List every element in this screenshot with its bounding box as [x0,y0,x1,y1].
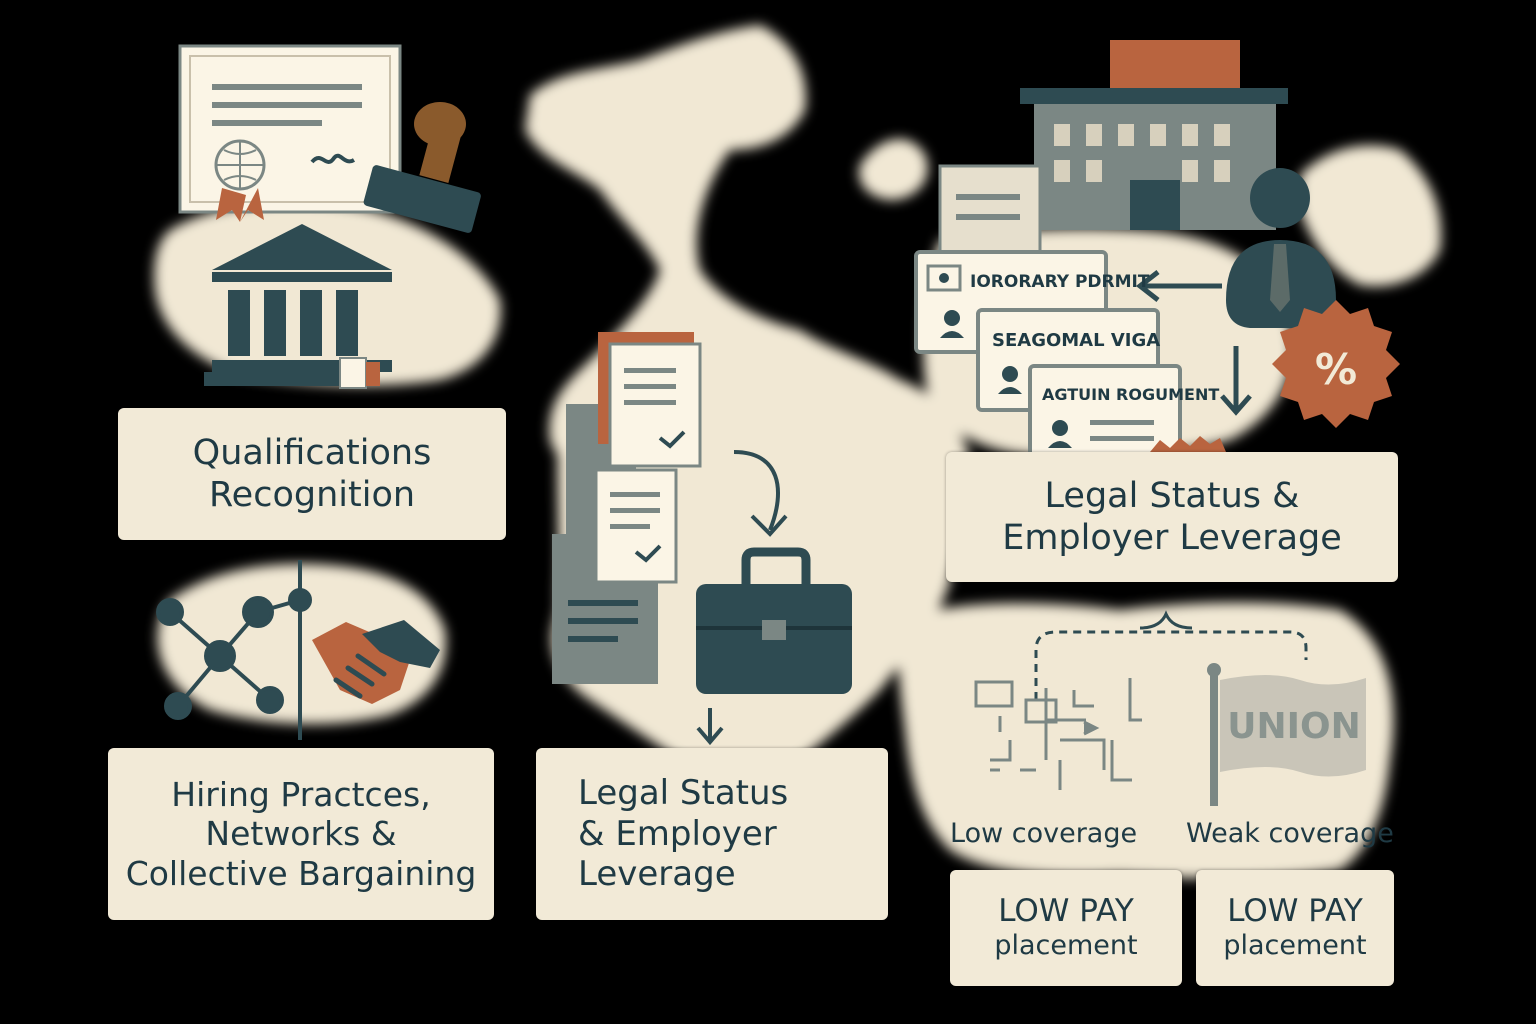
employer-person-icon [1226,168,1336,328]
low-pay-placement-box: LOW PAY placement [1196,870,1394,986]
handshake-icon [312,620,440,704]
qualifications-line-2: Recognition [208,475,416,515]
low-pay-line-2: placement [1223,930,1367,962]
low-pay-placement-box: LOW PAY placement [950,870,1182,986]
union-flag-icon: UNION [1207,663,1366,806]
qualifications-line-1: Qualifications [192,433,432,473]
legal-center-line-1: Legal Status [578,772,789,813]
low-pay-line-2: placement [994,930,1138,962]
maze-icon [974,678,1142,790]
legal-right-line-2: Employer Leverage [1002,518,1342,558]
hiring-line-3: Collective Bargaining [125,853,477,893]
documents-icon [552,332,702,684]
low-pay-line-1: LOW PAY [1227,893,1363,930]
union-text: UNION [1227,706,1361,747]
weak-coverage-label: Weak coverage [1186,818,1394,849]
seal-burst [1150,436,1226,452]
permit-label: IORORARY PDRMIT [970,272,1150,292]
legal-status-center-label: Legal Status & Employer Leverage [536,748,888,920]
office-building-icon [1020,40,1288,230]
legal-center-line-3: Leverage [578,854,736,895]
legal-right-line-1: Legal Status & [1044,476,1300,516]
permit-label: AGTUIN ROGUMENT [1042,385,1219,404]
courthouse-icon [204,224,392,389]
hiring-line-2: Networks & [205,814,397,854]
certificate-icon [178,44,402,222]
qualifications-recognition-label: Qualifications Recognition [118,408,506,540]
stamp-icon [363,102,481,233]
flow-arrows [696,450,788,746]
briefcase-icon [696,547,852,694]
percent-symbol: % [1315,345,1357,394]
low-pay-line-1: LOW PAY [998,893,1134,930]
hiring-practices-label: Hiring Practces, Networks & Collective B… [108,748,494,920]
legal-center-line-2: & Employer [578,813,777,854]
permit-card: AGTUIN ROGUMENT [1028,364,1219,468]
low-coverage-label: Low coverage [950,818,1138,849]
legal-status-right-label: Legal Status & Employer Leverage [946,452,1398,582]
hiring-line-1: Hiring Practces, [171,774,431,814]
network-icon [156,560,312,740]
brace-connector [1034,610,1308,700]
leverage-arrows [1135,270,1252,416]
percent-badge-icon: % [1272,300,1400,428]
permit-label: SEAGOMAL VIGA [992,330,1160,351]
